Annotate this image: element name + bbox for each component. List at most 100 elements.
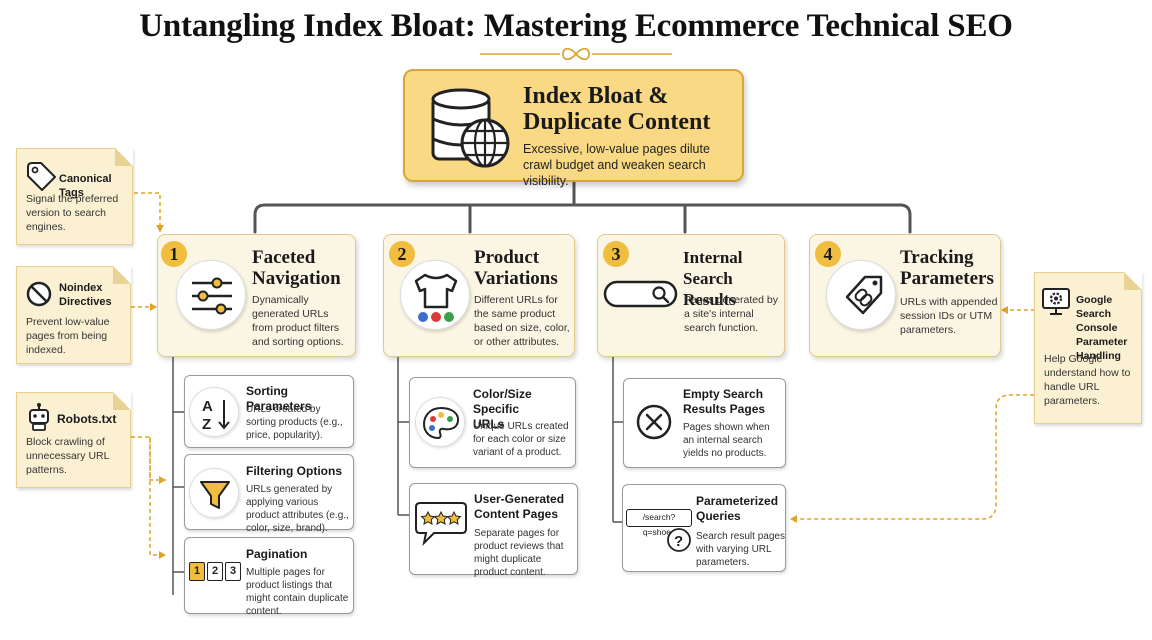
link-tag-icon [826,260,896,330]
note-title: Robots.txt [57,412,117,426]
subitem-title: Filtering Options [246,464,342,478]
note-fold [113,392,131,410]
category-description: Different URLs for the same product base… [474,294,570,348]
sort-az-icon: A Z [189,387,239,437]
category-title-line2: Results [683,290,736,309]
svg-text:A: A [202,398,213,415]
subitem-description: URLs generated by applying various produ… [246,484,349,534]
category-title: Tracking Parameters [900,247,1000,289]
subitem-description: Multiple pages for product listings that… [246,567,349,617]
category-title-line1: Tracking [900,247,974,268]
subitem-title-line1: Color/Size Specific [473,387,532,416]
question-bubble-icon: ? [667,528,691,552]
note-description: Help Google understand how to handle URL… [1044,353,1131,407]
page-title: Untangling Index Bloat: Mastering Ecomme… [139,8,1013,44]
subitem-title: Color/Size Specific URLs [473,387,577,432]
subitem-title: Parameterized Queries [696,494,784,524]
hero-description: Excessive, low-value pages dilute crawl … [523,142,710,188]
hero-title-line1: Index Bloat & [523,83,669,109]
category-description: URLs with appended session IDs or UTM pa… [900,296,998,336]
category-title-line2: Parameters [900,268,994,289]
category-number: 2 [389,241,415,267]
note-title-line4: Handling [1076,350,1121,362]
solution-note-robots-txt: Robots.txt Block crawling of unnecessary… [16,392,131,488]
solution-note-canonical-tags: Canonical Tags Signal the preferred vers… [16,148,133,245]
subitem-description: Search result pages with varying URL par… [696,531,785,568]
title-ornament [480,47,672,61]
category-card-tracking-parameters: 4 Tracking Parameters URLs with appended… [809,234,1001,357]
pagination-page-3: 3 [225,562,241,581]
subitem-title-line1: Parameterized [696,494,779,508]
hero-title: Index Bloat & Duplicate Content [523,83,738,135]
note-title-line2: Directives [59,296,112,308]
subitem-filtering-options: Filtering Options URLs generated by appl… [184,454,354,534]
note-title: Noindex Directives [59,281,129,309]
subitem-title: Sorting Parameters [246,384,312,413]
solution-note-noindex: Noindex Directives Prevent low-value pag… [16,266,131,364]
category-title-line2: Navigation [252,268,341,289]
note-description: Block crawling of unnecessary URL patter… [26,436,110,476]
subitem-title: User-Generated Content Pages [474,492,578,522]
search-bar-icon [603,280,678,308]
subitem-title-line2: Content Pages [474,507,559,521]
subitem-description: Pages shown when an internal search yiel… [683,422,770,459]
note-title-line1: Noindex [59,282,103,294]
query-url-text: /search?q=shoes [626,509,692,537]
category-card-faceted-navigation: 1 Faceted Navigation Dynamically generat… [157,234,356,357]
note-title-line2: Console [1076,322,1118,334]
category-title-line1: Product [474,247,540,268]
category-description: Dynamically generated URLs from product … [252,294,344,348]
hero-title-line2: Duplicate Content [523,109,711,135]
subitem-title: Empty Search Results Pages [683,387,783,417]
svg-text:?: ? [674,533,683,550]
category-card-internal-search: 3 Internal Search Results Pages generate… [597,234,785,357]
subitem-description: URLs created by sorting products (e.g., … [246,404,343,441]
category-title-line1: Internal Search [683,248,743,288]
subitem-title-line2: Results Pages [683,402,766,416]
tshirt-icon [400,260,470,330]
subitem-description: Separate pages for product reviews that … [474,528,564,578]
note-title-line3: Parameter [1076,336,1128,348]
category-title: Product Variations [474,247,574,289]
tag-icon [27,162,56,191]
palette-icon [415,397,465,447]
category-card-product-variations: 2 Product Variations Different URLs for … [383,234,575,357]
note-description: Prevent low-value pages from being index… [26,316,110,356]
note-fold [113,266,131,284]
hero-card: Index Bloat & Duplicate Content Excessiv… [403,69,744,188]
note-fold [1124,272,1142,290]
subitem-title-line2: Queries [696,509,741,523]
database-globe-icon [431,88,510,168]
pagination-icon: 1 2 3 [189,562,243,582]
pagination-page-1: 1 [189,562,205,581]
category-title: Internal Search Results [683,247,785,310]
category-title-line1: Faceted [252,247,316,268]
note-title-line1: Google Search [1076,294,1113,320]
solution-note-search-console: Google Search Console Parameter Handling… [1034,272,1142,424]
note-title: Canonical Tags [59,173,112,199]
robot-icon [29,403,49,431]
svg-text:Z: Z [202,416,211,433]
subitem-title-line1: Empty Search [683,387,764,401]
subitem-color-size-urls: Color/Size Specific URLs Unique URLs cre… [409,377,576,468]
subitem-sorting-parameters: A Z Sorting Parameters URLs created by s… [184,375,354,448]
subitem-title: Pagination [246,547,308,561]
category-number: 3 [603,241,629,267]
subitem-user-generated-content: User-Generated Content Pages Separate pa… [409,483,578,578]
note-title: Google Search Console Parameter Handling [1076,293,1142,363]
x-circle-icon [629,397,679,447]
category-number: 1 [161,241,187,267]
category-number: 4 [815,241,841,267]
subitem-title-line2: URLs [473,417,505,431]
category-title: Faceted Navigation [252,247,352,289]
subitem-title-line1: User-Generated [474,492,565,506]
query-url-icon: /search?q=shoes ? [626,507,696,557]
review-stars-icon [415,502,467,547]
category-description: Pages generated by a site's internal sea… [684,294,778,334]
block-icon [26,281,52,307]
subitem-parameterized-queries: /search?q=shoes ? Parameterized Queries … [622,484,786,572]
gear-monitor-icon [1042,288,1070,315]
subitem-pagination: 1 2 3 Pagination Multiple pages for prod… [184,537,354,617]
sliders-icon [176,260,246,330]
category-title-line2: Variations [474,268,558,289]
